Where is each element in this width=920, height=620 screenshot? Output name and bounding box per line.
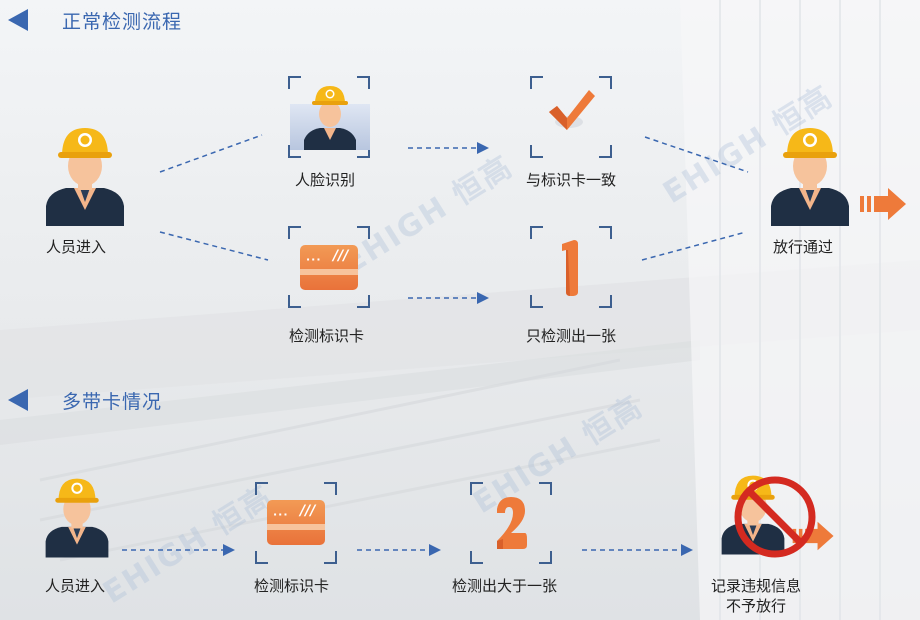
label-detect-card: 检测标识卡 (289, 327, 365, 345)
label-pass: 放行通过 (773, 238, 834, 256)
label-violation-line1: 记录违规信息 (711, 577, 802, 595)
card-detect-frame-2 (255, 482, 337, 564)
match-frame (530, 76, 612, 158)
section-title-normal: 正常检测流程 (62, 11, 183, 33)
label-face-recognition: 人脸识别 (295, 171, 356, 189)
card-detect-frame (288, 226, 370, 308)
face-recognition-frame (288, 76, 370, 158)
checkmark-icon (549, 90, 595, 130)
section-title-multi-card: 多带卡情况 (62, 391, 163, 413)
face-photo-icon (290, 86, 370, 150)
section-arrow-icon (8, 389, 28, 411)
number-two-icon (497, 497, 527, 549)
go-arrow-icon (860, 188, 906, 220)
worker-icon (45, 478, 109, 558)
label-person-enter: 人员进入 (46, 238, 107, 256)
label-person-enter-2: 人员进入 (45, 577, 106, 595)
id-card-icon: ··· /// (300, 245, 358, 290)
worker-icon (46, 128, 124, 226)
worker-icon (771, 128, 849, 226)
number-one-icon (562, 240, 578, 296)
label-detect-card-2: 检测标识卡 (254, 577, 330, 595)
label-only-one: 只检测出一张 (526, 327, 617, 345)
count-two-frame (470, 482, 552, 564)
label-match-card: 与标识卡一致 (526, 171, 617, 189)
label-more-than-one: 检测出大于一张 (452, 577, 558, 595)
prohibited-icon (734, 476, 816, 558)
label-violation-line2: 不予放行 (726, 597, 787, 615)
section-arrow-icon (8, 9, 28, 31)
id-card-icon: ··· /// (267, 500, 325, 545)
count-one-frame (530, 226, 612, 308)
